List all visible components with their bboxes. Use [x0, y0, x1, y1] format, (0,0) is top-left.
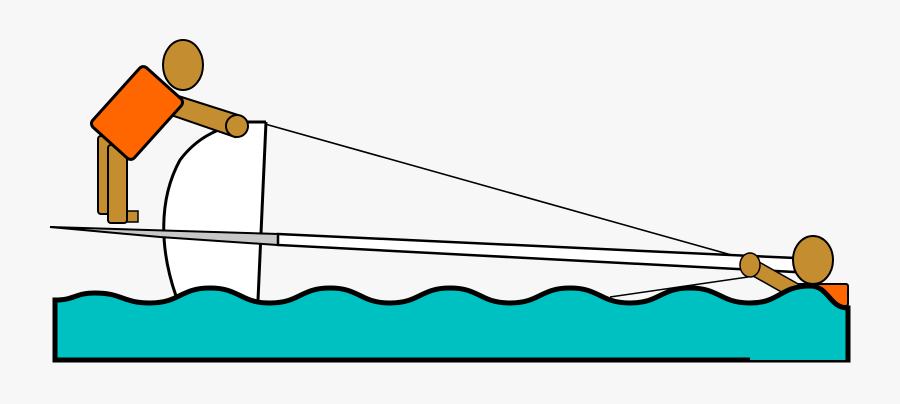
- halyard-line: [264, 123, 793, 273]
- water-surface-front: [750, 286, 848, 360]
- sailor-hand: [225, 114, 249, 138]
- swimmer-hand: [739, 252, 761, 278]
- water-surface-edge: [749, 283, 851, 360]
- mast: [256, 121, 268, 301]
- sailor-life-jacket: [89, 65, 185, 161]
- water-waves: [52, 283, 851, 363]
- sailor-standing: [89, 39, 249, 224]
- sailor-head: [162, 39, 204, 91]
- swimmer-head: [792, 235, 834, 285]
- sail: [163, 122, 266, 300]
